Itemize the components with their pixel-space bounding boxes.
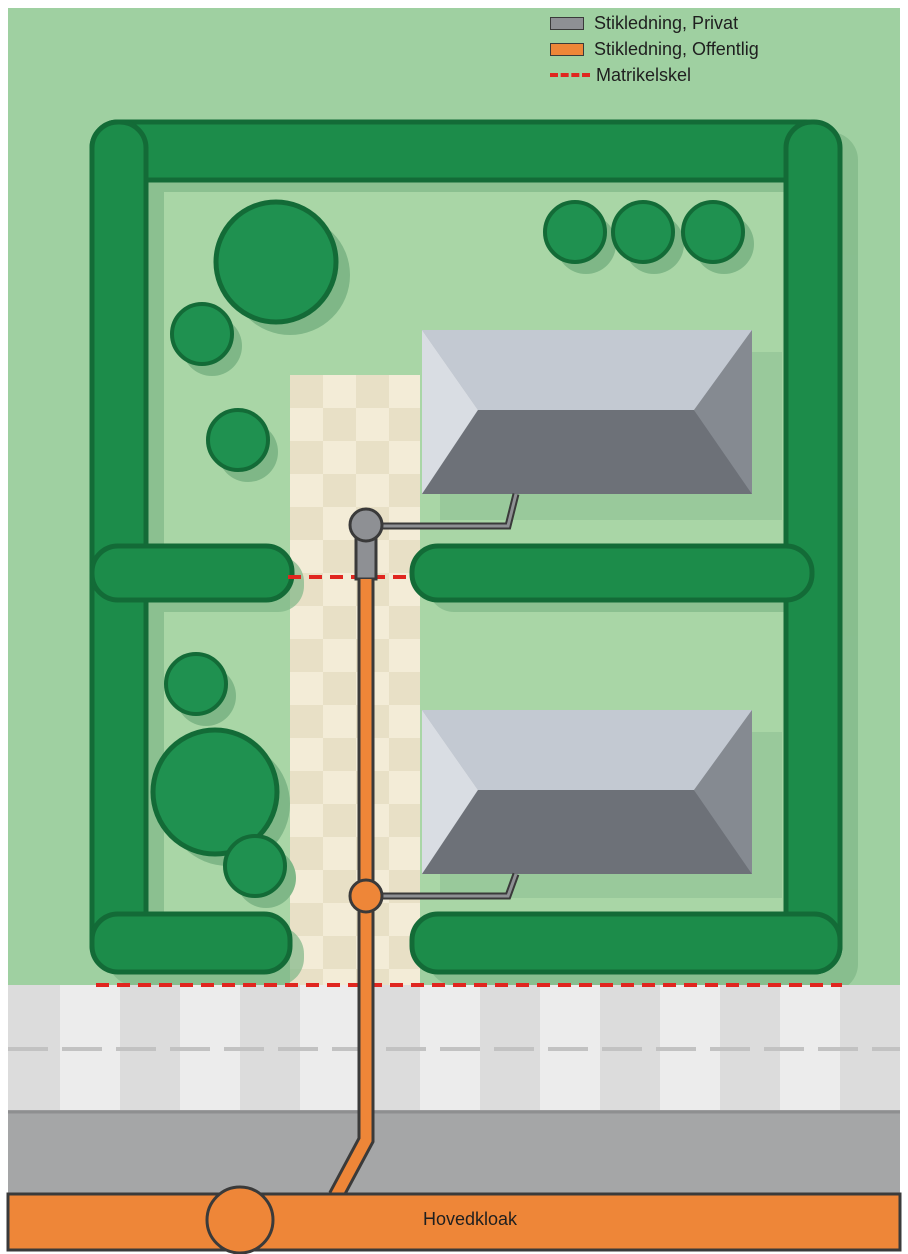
hedge-bottom-right	[409, 911, 843, 975]
legend-item-boundary: Matrikelskel	[550, 62, 850, 88]
tree-small-left-1	[170, 302, 234, 366]
legend-label-private: Stikledning, Privat	[594, 12, 739, 33]
inspection-well-public	[348, 878, 384, 914]
boundary-dash-swatch	[550, 73, 590, 77]
trees	[150, 199, 754, 908]
house-lower	[422, 710, 782, 898]
tree-row-2	[611, 200, 675, 264]
hedge-bottom-left	[89, 911, 293, 975]
main-sewer	[6, 1192, 902, 1252]
hedge-top	[89, 119, 835, 183]
main-sewer-manhole	[205, 1185, 275, 1254]
legend-item-private: Stikledning, Privat	[550, 10, 850, 36]
tree-small-left-2	[206, 408, 270, 472]
road	[8, 1110, 900, 1194]
public-service-pipe	[328, 579, 375, 1201]
tree-small-lower-2	[223, 834, 287, 898]
private-connection-lower	[380, 872, 520, 900]
tree-small-lower-1	[164, 652, 228, 716]
hedges	[89, 119, 843, 975]
legend-label-public: Stikledning, Offentlig	[594, 38, 759, 59]
tree-large-top	[213, 199, 339, 325]
house-upper	[422, 330, 782, 520]
tree-row-3	[681, 200, 745, 264]
inspection-well-private	[348, 507, 384, 543]
hedge-middle-left	[89, 543, 295, 603]
main-sewer-label: Hovedkloak	[422, 1209, 518, 1229]
private-pipe-swatch	[550, 16, 584, 30]
public-pipe-swatch	[550, 42, 584, 56]
legend: Stikledning, Privat Stikledning, Offentl…	[550, 10, 850, 88]
legend-label-boundary: Matrikelskel	[596, 64, 692, 85]
legend-item-public: Stikledning, Offentlig	[550, 36, 850, 62]
tree-row-1	[543, 200, 607, 264]
tree-large-lower	[150, 727, 280, 857]
hedge-middle-right	[409, 543, 815, 603]
